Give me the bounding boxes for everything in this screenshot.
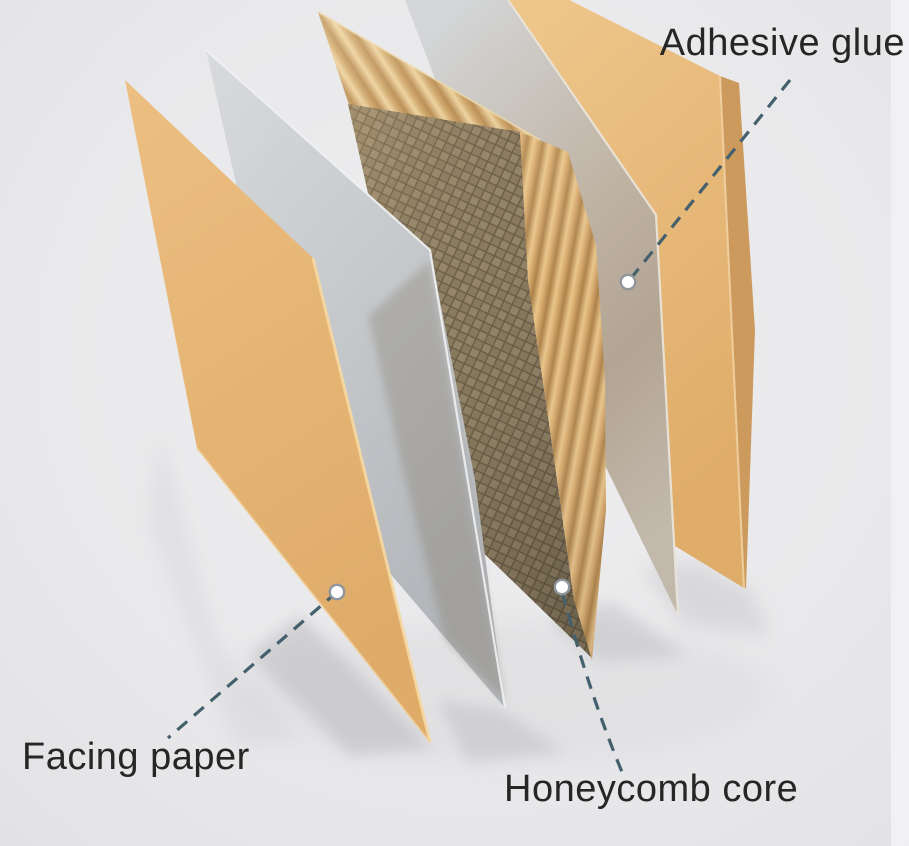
facing-paper-left-panel (125, 80, 430, 742)
leader-dot-facing-paper (328, 583, 346, 601)
facing-paper-left-edge-highlight (311, 257, 432, 743)
floor-shadow-facing-paper (248, 615, 433, 756)
honeycomb-top-edge-highlight (317, 11, 541, 141)
label-adhesive-glue: Adhesive glue (659, 22, 905, 64)
label-facing-paper: Facing paper (22, 736, 250, 778)
floor-shadow-adhesive-left (437, 700, 565, 762)
floor-shadow-left (148, 430, 300, 748)
adhesive-sheet-left-edge-highlight (205, 49, 507, 709)
label-honeycomb-core: Honeycomb core (504, 768, 799, 810)
honeycomb-corrugated-edge-shading (520, 132, 606, 660)
background-light-strip (891, 0, 909, 846)
leader-line-facing-paper (166, 590, 339, 740)
leader-dot-adhesive-glue (619, 273, 637, 291)
facing-paper-left-bottom-edge-highlight (196, 447, 431, 743)
leader-line-honeycomb-core (560, 591, 624, 773)
facing-paper-right-edge-highlight (719, 75, 745, 589)
leader-dot-honeycomb-core (553, 578, 571, 596)
adhesive-sheet-right-edge-highlight (507, 0, 680, 616)
facing-paper-right-edge (720, 76, 755, 588)
adhesive-sheet-left-cast-shadow (368, 260, 505, 700)
